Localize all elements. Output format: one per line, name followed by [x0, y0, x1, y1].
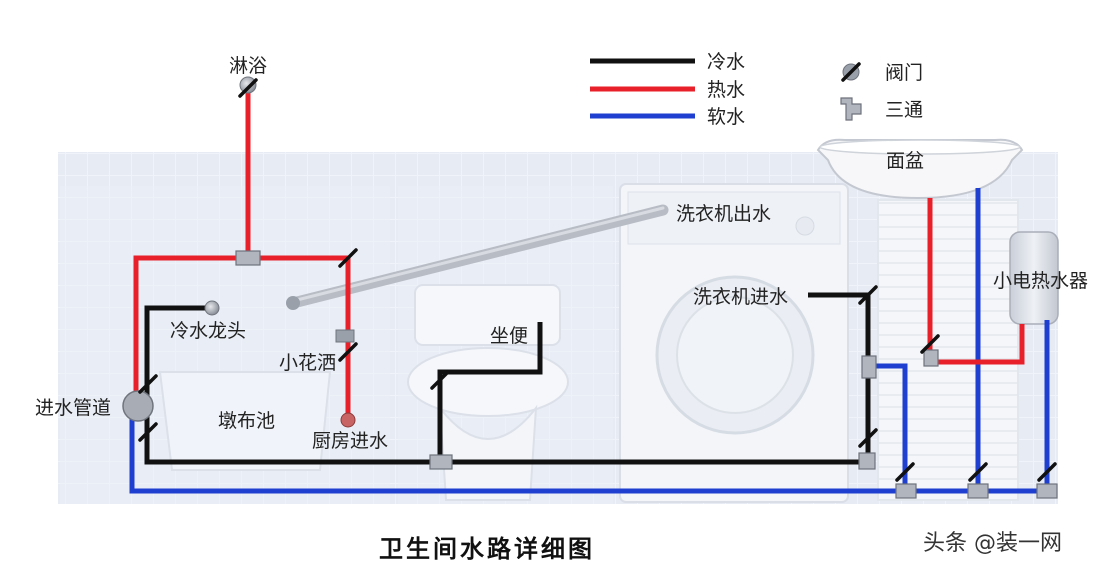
label-small-shower: 小花洒: [279, 352, 336, 374]
toilet-shape: [407, 284, 569, 501]
label-inlet-pipe: 进水管道: [35, 397, 111, 419]
valve-icon: [858, 428, 878, 448]
legend-label-soft: 软水: [707, 106, 745, 128]
valves: [138, 78, 1057, 482]
tee-icon: [858, 452, 876, 470]
tee-icon: [840, 97, 862, 121]
valve-icon: [1037, 462, 1057, 482]
tee-icon: [1036, 483, 1058, 499]
legend-label-cold: 冷水: [707, 51, 745, 73]
washer-drain-pipe: [287, 204, 669, 309]
label-toilet: 坐便: [490, 325, 528, 347]
shower-head-icon: [239, 76, 257, 94]
soft-water-pipes: [129, 188, 1050, 494]
valve-icon: [895, 462, 915, 482]
label-washer-out: 洗衣机出水: [676, 203, 771, 225]
basin-cabinet: [877, 199, 1019, 501]
valve-icon: [841, 62, 861, 82]
small-shower-fitting-icon: [335, 329, 355, 343]
label-shower: 淋浴: [229, 55, 267, 77]
valve-icon: [338, 248, 358, 268]
inlet-pipe-fitting-icon: [122, 390, 154, 422]
valve-icon: [968, 462, 988, 482]
basin: [816, 138, 1024, 200]
label-cold-tap: 冷水龙头: [170, 320, 246, 342]
valve-icon: [238, 78, 258, 98]
valve-icon: [858, 285, 878, 305]
tee-icon: [861, 355, 877, 379]
valve-icon: [138, 422, 158, 442]
tee-icon: [967, 483, 989, 499]
watermark: 头条 @装一网: [923, 531, 1062, 556]
valve-icon: [138, 374, 158, 394]
washing-machine-shape: [619, 183, 849, 503]
cold-tap-icon: [204, 300, 220, 316]
label-basin: 面盆: [886, 150, 924, 172]
legend-label-tee: 三通: [885, 99, 923, 121]
mop-sink-shape: [158, 371, 332, 471]
label-mop-sink: 墩布池: [218, 410, 275, 432]
label-water-heater: 小电热水器: [993, 270, 1088, 292]
water-heater-tank: [1009, 231, 1059, 325]
valve-icon: [430, 370, 450, 390]
legend-label-hot: 热水: [707, 79, 745, 101]
tee-icon: [895, 483, 917, 499]
label-kitchen-inlet: 厨房进水: [312, 430, 388, 452]
fixture-labels: 淋浴 冷水龙头 小花洒 墩布池 厨房进水 进水管道 坐便 洗衣机出水 洗衣机进水…: [35, 55, 1088, 452]
diagram-title: 卫生间水路详细图: [379, 534, 595, 563]
valve-icon: [338, 342, 358, 362]
background-scene: [58, 152, 1058, 504]
cold-water-pipes: [144, 292, 871, 465]
fittings: [122, 76, 356, 428]
valve-icon: [920, 334, 940, 354]
legend-label-valve: 阀门: [885, 62, 923, 84]
tee-icon: [923, 349, 939, 367]
legend: 冷水 热水 软水 阀门 三通: [590, 51, 923, 128]
tee-icon: [235, 250, 261, 266]
tee-icon: [429, 454, 453, 470]
label-washer-in: 洗衣机进水: [693, 286, 788, 308]
kitchen-inlet-icon: [340, 412, 356, 428]
tee-fittings: [235, 250, 1058, 499]
